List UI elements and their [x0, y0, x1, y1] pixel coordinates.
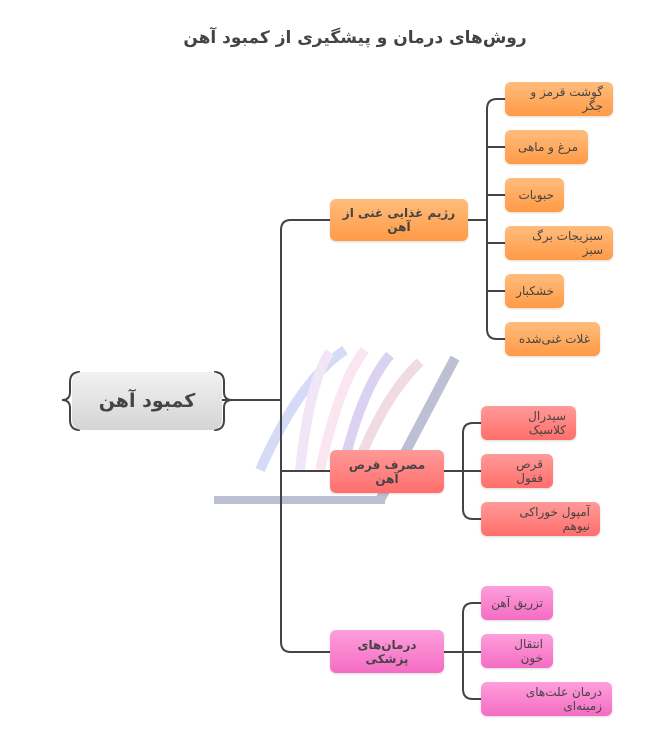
leaf-node[interactable]: درمان علت‌های زمینه‌ای: [481, 682, 612, 716]
page-title: روش‌های درمان و پیشگیری از کمبود آهن: [183, 28, 527, 48]
leaf-node[interactable]: آمپول خوراکی نیوهم: [481, 502, 600, 536]
branch-diet[interactable]: رژیم غذایی غنی از آهن: [330, 199, 468, 241]
leaf-node[interactable]: مرغ و ماهی: [505, 130, 588, 164]
branch-iron-pills[interactable]: مصرف قرص آهن: [330, 450, 444, 493]
branch-medical[interactable]: درمان‌های پزشکی: [330, 630, 444, 673]
leaf-node[interactable]: قرص ففول: [481, 454, 553, 488]
leaf-node[interactable]: گوشت قرمز و جگر: [505, 82, 613, 116]
root-node[interactable]: کمبود آهن: [72, 372, 222, 430]
leaf-node[interactable]: خشکبار: [505, 274, 564, 308]
leaf-node[interactable]: سبزیجات برگ سبز: [505, 226, 613, 260]
leaf-node[interactable]: حبوبات: [505, 178, 564, 212]
leaf-node[interactable]: غلات غنی‌شده: [505, 322, 600, 356]
leaf-node[interactable]: انتقال خون: [481, 634, 553, 668]
leaf-node[interactable]: تزریق آهن: [481, 586, 553, 620]
watermark-logo: [214, 345, 460, 504]
leaf-node[interactable]: سیدرال کلاسیک: [481, 406, 576, 440]
